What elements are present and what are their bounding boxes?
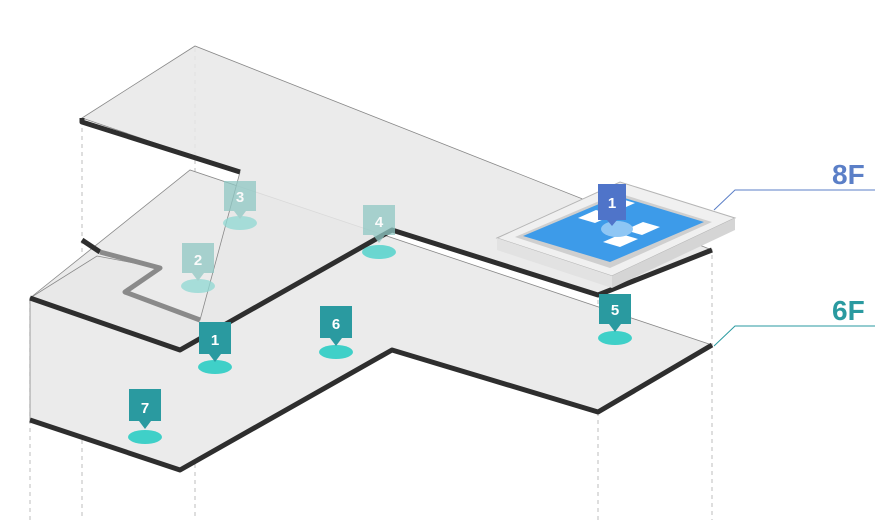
- marker-6f-7[interactable]: 7: [128, 389, 162, 444]
- marker-6f-5-label: 5: [611, 302, 619, 319]
- marker-6f-6[interactable]: 6: [319, 306, 353, 359]
- marker-6f-1-label: 1: [211, 332, 219, 349]
- marker-8f-1-label: 1: [608, 195, 616, 212]
- floor-label-8f: 8F: [713, 159, 875, 211]
- marker-6f-7-label: 7: [141, 400, 149, 417]
- floor-label-6f: 6F: [713, 295, 875, 347]
- heliport[interactable]: [495, 181, 737, 288]
- marker-8f-4[interactable]: 4: [362, 205, 396, 259]
- marker-8f-1[interactable]: 1: [598, 184, 626, 226]
- marker-6f-6-label: 6: [332, 316, 340, 333]
- marker-8f-2-label: 2: [194, 252, 202, 269]
- floor-label-6f-text: 6F: [832, 295, 865, 326]
- marker-8f-3-label: 3: [236, 189, 244, 206]
- marker-8f-3[interactable]: 3: [223, 181, 257, 230]
- marker-8f-4-label: 4: [375, 214, 384, 231]
- heliport-center: [601, 221, 633, 237]
- marker-6f-5[interactable]: 5: [598, 294, 632, 345]
- marker-8f-2[interactable]: 2: [181, 243, 215, 293]
- floor-label-8f-text: 8F: [832, 159, 865, 190]
- marker-6f-1[interactable]: 1: [198, 322, 232, 374]
